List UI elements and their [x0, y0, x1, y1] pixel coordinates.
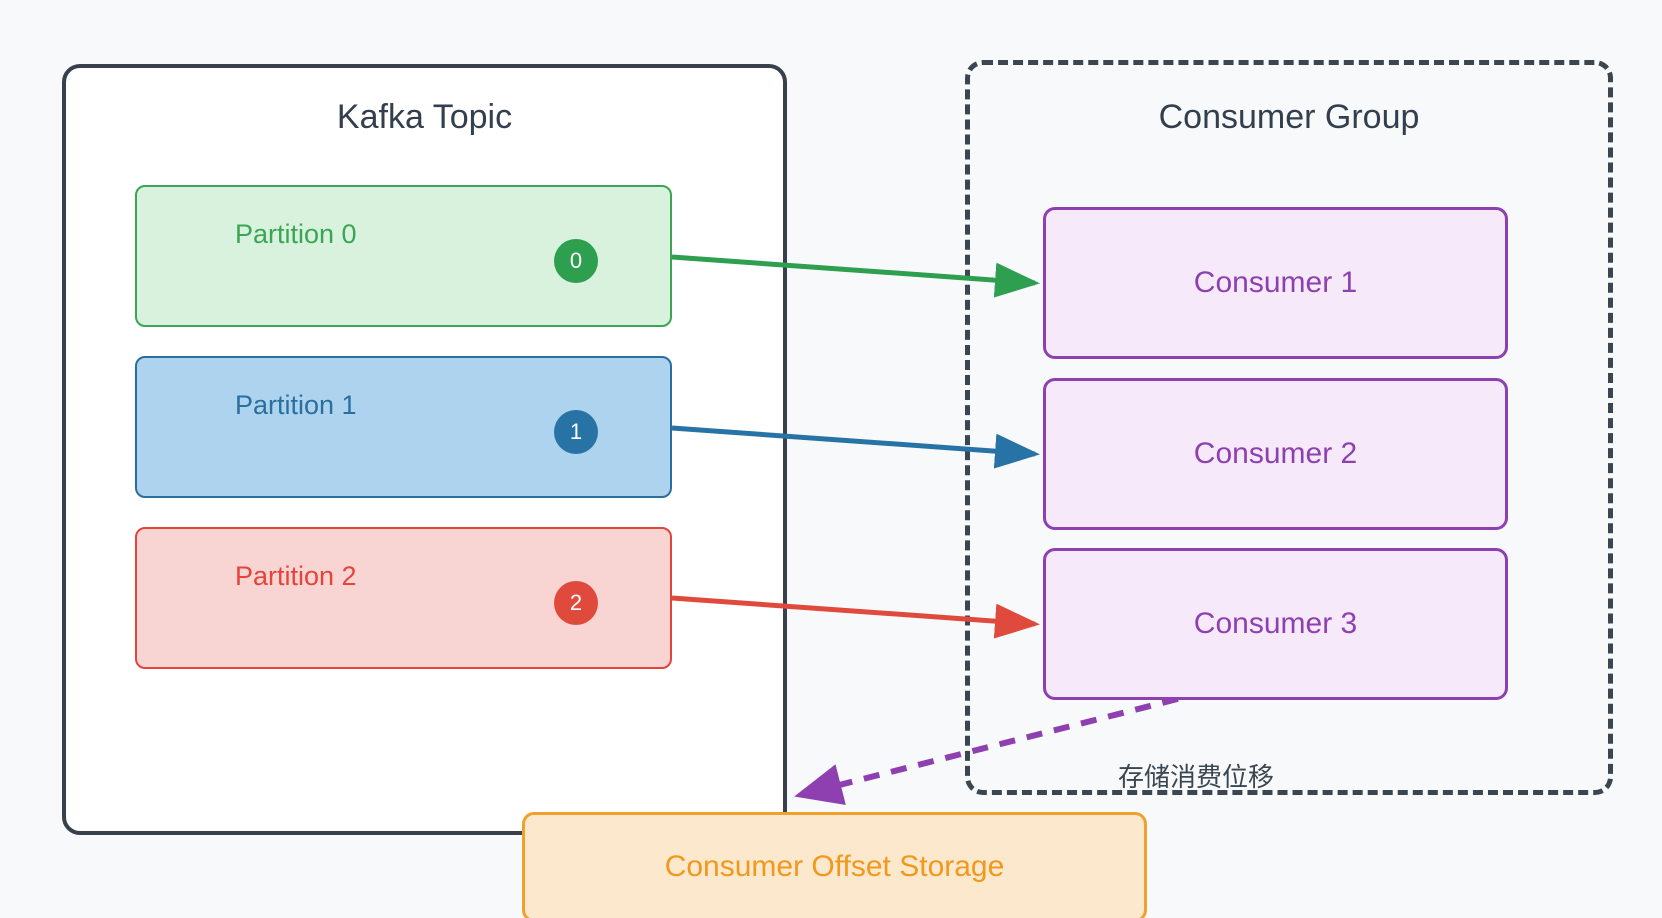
partition-card-2[interactable]: Partition 2 2	[135, 527, 672, 669]
partition-card-0[interactable]: Partition 0 0	[135, 185, 672, 327]
partition-label-2: Partition 2	[235, 561, 357, 591]
partition-label-1: Partition 1	[235, 390, 357, 420]
offset-storage-note: 存储消费位移	[1118, 762, 1275, 792]
partition-badge-0: 0	[554, 239, 598, 283]
consumer-offset-storage-box[interactable]: Consumer Offset Storage	[522, 812, 1147, 918]
partition-label-0: Partition 0	[235, 219, 357, 249]
consumer-card-1[interactable]: Consumer 1	[1043, 207, 1508, 359]
consumer-card-3[interactable]: Consumer 3	[1043, 548, 1508, 700]
kafka-topic-title: Kafka Topic	[336, 98, 513, 136]
partition-badge-2: 2	[554, 581, 598, 625]
consumer-group-title: Consumer Group	[1158, 98, 1420, 136]
partition-card-1[interactable]: Partition 1 1	[135, 356, 672, 498]
consumer-card-2[interactable]: Consumer 2	[1043, 378, 1508, 530]
partition-badge-1: 1	[554, 410, 598, 454]
